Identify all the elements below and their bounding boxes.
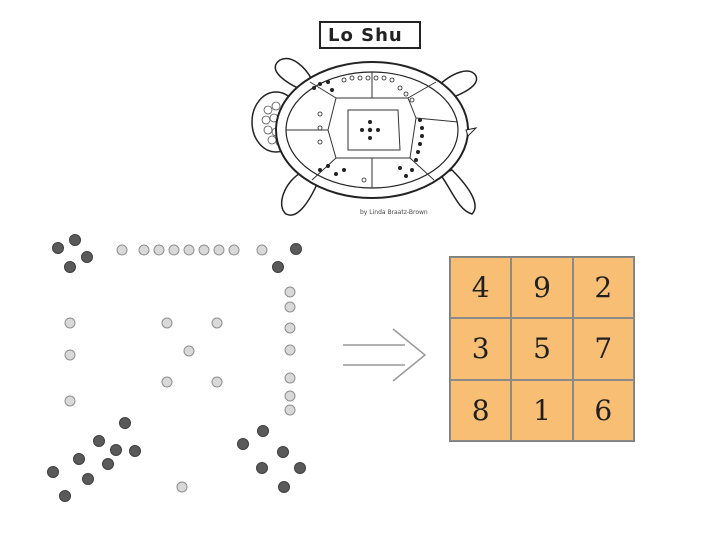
magic-square-cell: 6: [572, 379, 634, 441]
dark-dot: [69, 234, 81, 246]
turtle-tail: [465, 127, 478, 137]
dark-dot: [129, 445, 141, 457]
light-dot: [183, 345, 195, 357]
lo-shu-dot-pattern: [47, 234, 306, 502]
dark-dot: [59, 490, 71, 502]
dark-dot: [277, 446, 289, 458]
magic-square-cell: 8: [450, 379, 512, 441]
dark-dot: [82, 473, 94, 485]
dark-dot: [278, 481, 290, 493]
dark-dot: [237, 438, 249, 450]
light-dot: [153, 244, 165, 256]
double-arrow-icon: [343, 328, 427, 382]
dark-dot: [93, 435, 105, 447]
light-dot: [64, 317, 76, 329]
light-dot: [284, 286, 296, 298]
dark-dot: [64, 261, 76, 273]
dark-dot: [102, 458, 114, 470]
magic-square-cell: 4: [450, 257, 512, 319]
dark-dot: [52, 242, 64, 254]
magic-square-cell: 2: [572, 257, 634, 319]
light-dot: [161, 376, 173, 388]
light-dot: [256, 244, 268, 256]
dark-dot: [290, 243, 302, 255]
light-dot: [213, 244, 225, 256]
title-box: [319, 21, 421, 49]
light-dot: [284, 404, 296, 416]
light-dot: [168, 244, 180, 256]
magic-square-cell: 9: [511, 257, 573, 319]
light-dot: [211, 376, 223, 388]
light-dot: [161, 317, 173, 329]
turtle-leg-bottom-left: [281, 171, 319, 216]
turtle-leg-bottom-right: [438, 169, 476, 215]
dark-dot: [294, 462, 306, 474]
dark-dot: [119, 417, 131, 429]
shell-dots-dark: [312, 80, 424, 178]
light-dot: [228, 244, 240, 256]
dark-dot: [257, 425, 269, 437]
light-dot: [211, 317, 223, 329]
light-dot: [284, 372, 296, 384]
lo-shu-turtle-illustration: Lo Shu by Linda B: [251, 21, 478, 216]
dark-dot: [256, 462, 268, 474]
magic-square-cell: 3: [450, 318, 512, 380]
light-dot: [284, 322, 296, 334]
light-dot: [284, 390, 296, 402]
magic-square-cell: 7: [572, 318, 634, 380]
magic-square-grid: 4 9 2 3 5 7 8 1 6: [449, 256, 635, 442]
magic-square-cell: 1: [511, 379, 573, 441]
light-dot: [198, 244, 210, 256]
light-dot: [64, 349, 76, 361]
dark-dot: [73, 453, 85, 465]
shell-plates: [286, 72, 459, 188]
light-dot: [284, 344, 296, 356]
turtle-credit: by Linda Braatz-Brown: [360, 209, 428, 216]
light-dot: [116, 244, 128, 256]
dark-dot: [47, 466, 59, 478]
light-dot: [138, 244, 150, 256]
shell-dots-light: [317, 75, 415, 183]
dark-dot: [110, 444, 122, 456]
light-dot: [176, 481, 188, 493]
dark-dot: [81, 251, 93, 263]
light-dot: [183, 244, 195, 256]
magic-square-cell: 5: [511, 318, 573, 380]
light-dot: [64, 395, 76, 407]
light-dot: [284, 301, 296, 313]
dark-dot: [272, 261, 284, 273]
turtle-title: Lo Shu: [328, 25, 403, 46]
